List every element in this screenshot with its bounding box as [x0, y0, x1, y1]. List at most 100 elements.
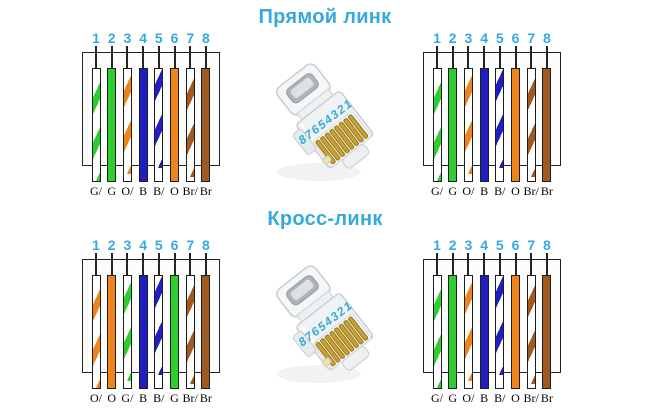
wire-lead-line: [530, 46, 533, 68]
wire-bar: [495, 68, 505, 182]
wire-color-label: B/: [494, 391, 506, 405]
wire-lead-line: [514, 253, 517, 275]
wire-bar: [479, 275, 489, 389]
pin-number: 6: [170, 30, 179, 46]
wire-lead-line: [157, 46, 160, 68]
wire-lead-line: [173, 46, 176, 68]
wire-column: 3 O/: [461, 30, 475, 199]
connector-outline-box: [423, 52, 561, 166]
pin-number: 8: [543, 30, 551, 46]
pin-number: 1: [433, 237, 441, 253]
pin-number: 7: [527, 30, 536, 46]
wire-bar: [432, 68, 442, 182]
wire-lead-line: [110, 46, 113, 68]
pin-number: 2: [107, 237, 116, 253]
gold-pins: [315, 114, 369, 165]
connector-cap-slot-inner: [290, 77, 314, 99]
connector-nose: [341, 144, 370, 169]
wire-bar: [526, 275, 536, 389]
wire-bar: [542, 68, 552, 182]
wire-column: 4 B: [477, 30, 491, 199]
section-title-cross-link: Кросс-линк: [267, 208, 383, 230]
wire-color-label: B: [139, 391, 148, 405]
pin-number: 3: [123, 237, 132, 253]
wire-color-label: G: [107, 184, 117, 198]
pin-number: 5: [154, 30, 163, 46]
diagram-straight-left-end: 1 G/ 2 G 3 O/ 4 B 5 B/ 6 O 7 Br/: [82, 30, 220, 202]
wire-bar: [91, 68, 101, 182]
gold-pins: [315, 316, 369, 367]
rj45-connector-straight: 87654321: [257, 50, 399, 192]
wire-color-label: O: [511, 391, 520, 405]
wire-lead-line: [483, 253, 486, 275]
wire-column: 1 G/: [430, 237, 444, 406]
wire-bar: [463, 275, 473, 389]
wires-row: 1 G/ 2 G 3 O/ 4 B 5 B/ 6 O 7 Br/: [430, 237, 554, 406]
wire-color-label: O/: [462, 391, 475, 405]
wire-bar: [511, 275, 521, 389]
wire-column: 2 G: [446, 30, 460, 199]
section-title-straight-link: Прямой линк: [258, 6, 392, 28]
wire-bar: [122, 275, 132, 389]
wire-column: 2 G: [105, 30, 119, 199]
wire-bar: [201, 68, 211, 182]
diagram-cross-left-end: 1 O/ 2 O 3 G/ 4 B 5 B/ 6 G 7 Br/: [82, 237, 220, 409]
wire-color-label: O: [107, 391, 117, 405]
connector-outline-box: [82, 259, 220, 373]
wire-lead-line: [142, 46, 145, 68]
wire-column: 4 B: [136, 30, 150, 199]
pin-number: 4: [139, 237, 147, 253]
pin-number: 3: [464, 30, 473, 46]
wire-color-label: B/: [494, 184, 506, 198]
pin-number: 3: [464, 237, 473, 253]
pin-number: 5: [495, 237, 504, 253]
wire-lead-line: [157, 253, 160, 275]
wire-color-label: B/: [153, 184, 165, 198]
wire-color-label: Br/: [523, 391, 539, 405]
wire-column: 4 B: [136, 237, 150, 406]
wire-column: 1 O/: [89, 237, 103, 406]
pin-number: 1: [433, 30, 441, 46]
pin-number: 4: [139, 30, 147, 46]
wire-bar: [511, 68, 521, 182]
wires-row: 1 O/ 2 O 3 G/ 4 B 5 B/ 6 G 7 Br/: [89, 237, 213, 406]
wire-lead-line: [95, 46, 97, 68]
wire-lead-line: [189, 46, 192, 68]
connector-contact-dot: [322, 357, 332, 367]
wire-lead-line: [126, 253, 129, 275]
wire-lead-line: [451, 253, 454, 275]
wire-bar: [154, 68, 164, 182]
wire-color-label: B: [480, 184, 489, 198]
pin-number: 6: [511, 237, 520, 253]
wire-column: 2 G: [446, 237, 460, 406]
wire-lead-line: [204, 253, 207, 275]
pin-number: 4: [480, 237, 488, 253]
wire-color-label: Br/: [523, 184, 539, 198]
wire-bar: [185, 275, 195, 389]
pin-number: 8: [543, 237, 551, 253]
wire-color-label: O: [170, 184, 179, 198]
wire-lead-line: [514, 46, 517, 68]
wire-color-label: O/: [121, 184, 134, 198]
pin-number: 7: [186, 237, 195, 253]
wire-bar: [201, 275, 211, 389]
wire-lead-line: [189, 253, 192, 275]
pin-number: 2: [107, 30, 116, 46]
wire-bar: [122, 68, 132, 182]
pin-number: 7: [527, 237, 536, 253]
wire-column: 7 Br/: [523, 237, 539, 406]
wire-color-label: G: [448, 184, 458, 198]
wire-bar: [138, 68, 148, 182]
rj45-connector-photo: 87654321: [276, 265, 374, 383]
pin-number: 8: [202, 237, 210, 253]
wire-column: 8 Br: [199, 30, 213, 199]
wire-column: 5 B/: [152, 237, 166, 406]
wire-bar: [526, 68, 536, 182]
wire-column: 1 G/: [430, 30, 444, 199]
wire-color-label: G/: [431, 391, 443, 405]
pin-number: 3: [123, 30, 132, 46]
wire-column: 7 Br/: [183, 237, 198, 406]
pin-number: 7: [186, 30, 195, 46]
wire-column: 4 B: [477, 237, 491, 406]
